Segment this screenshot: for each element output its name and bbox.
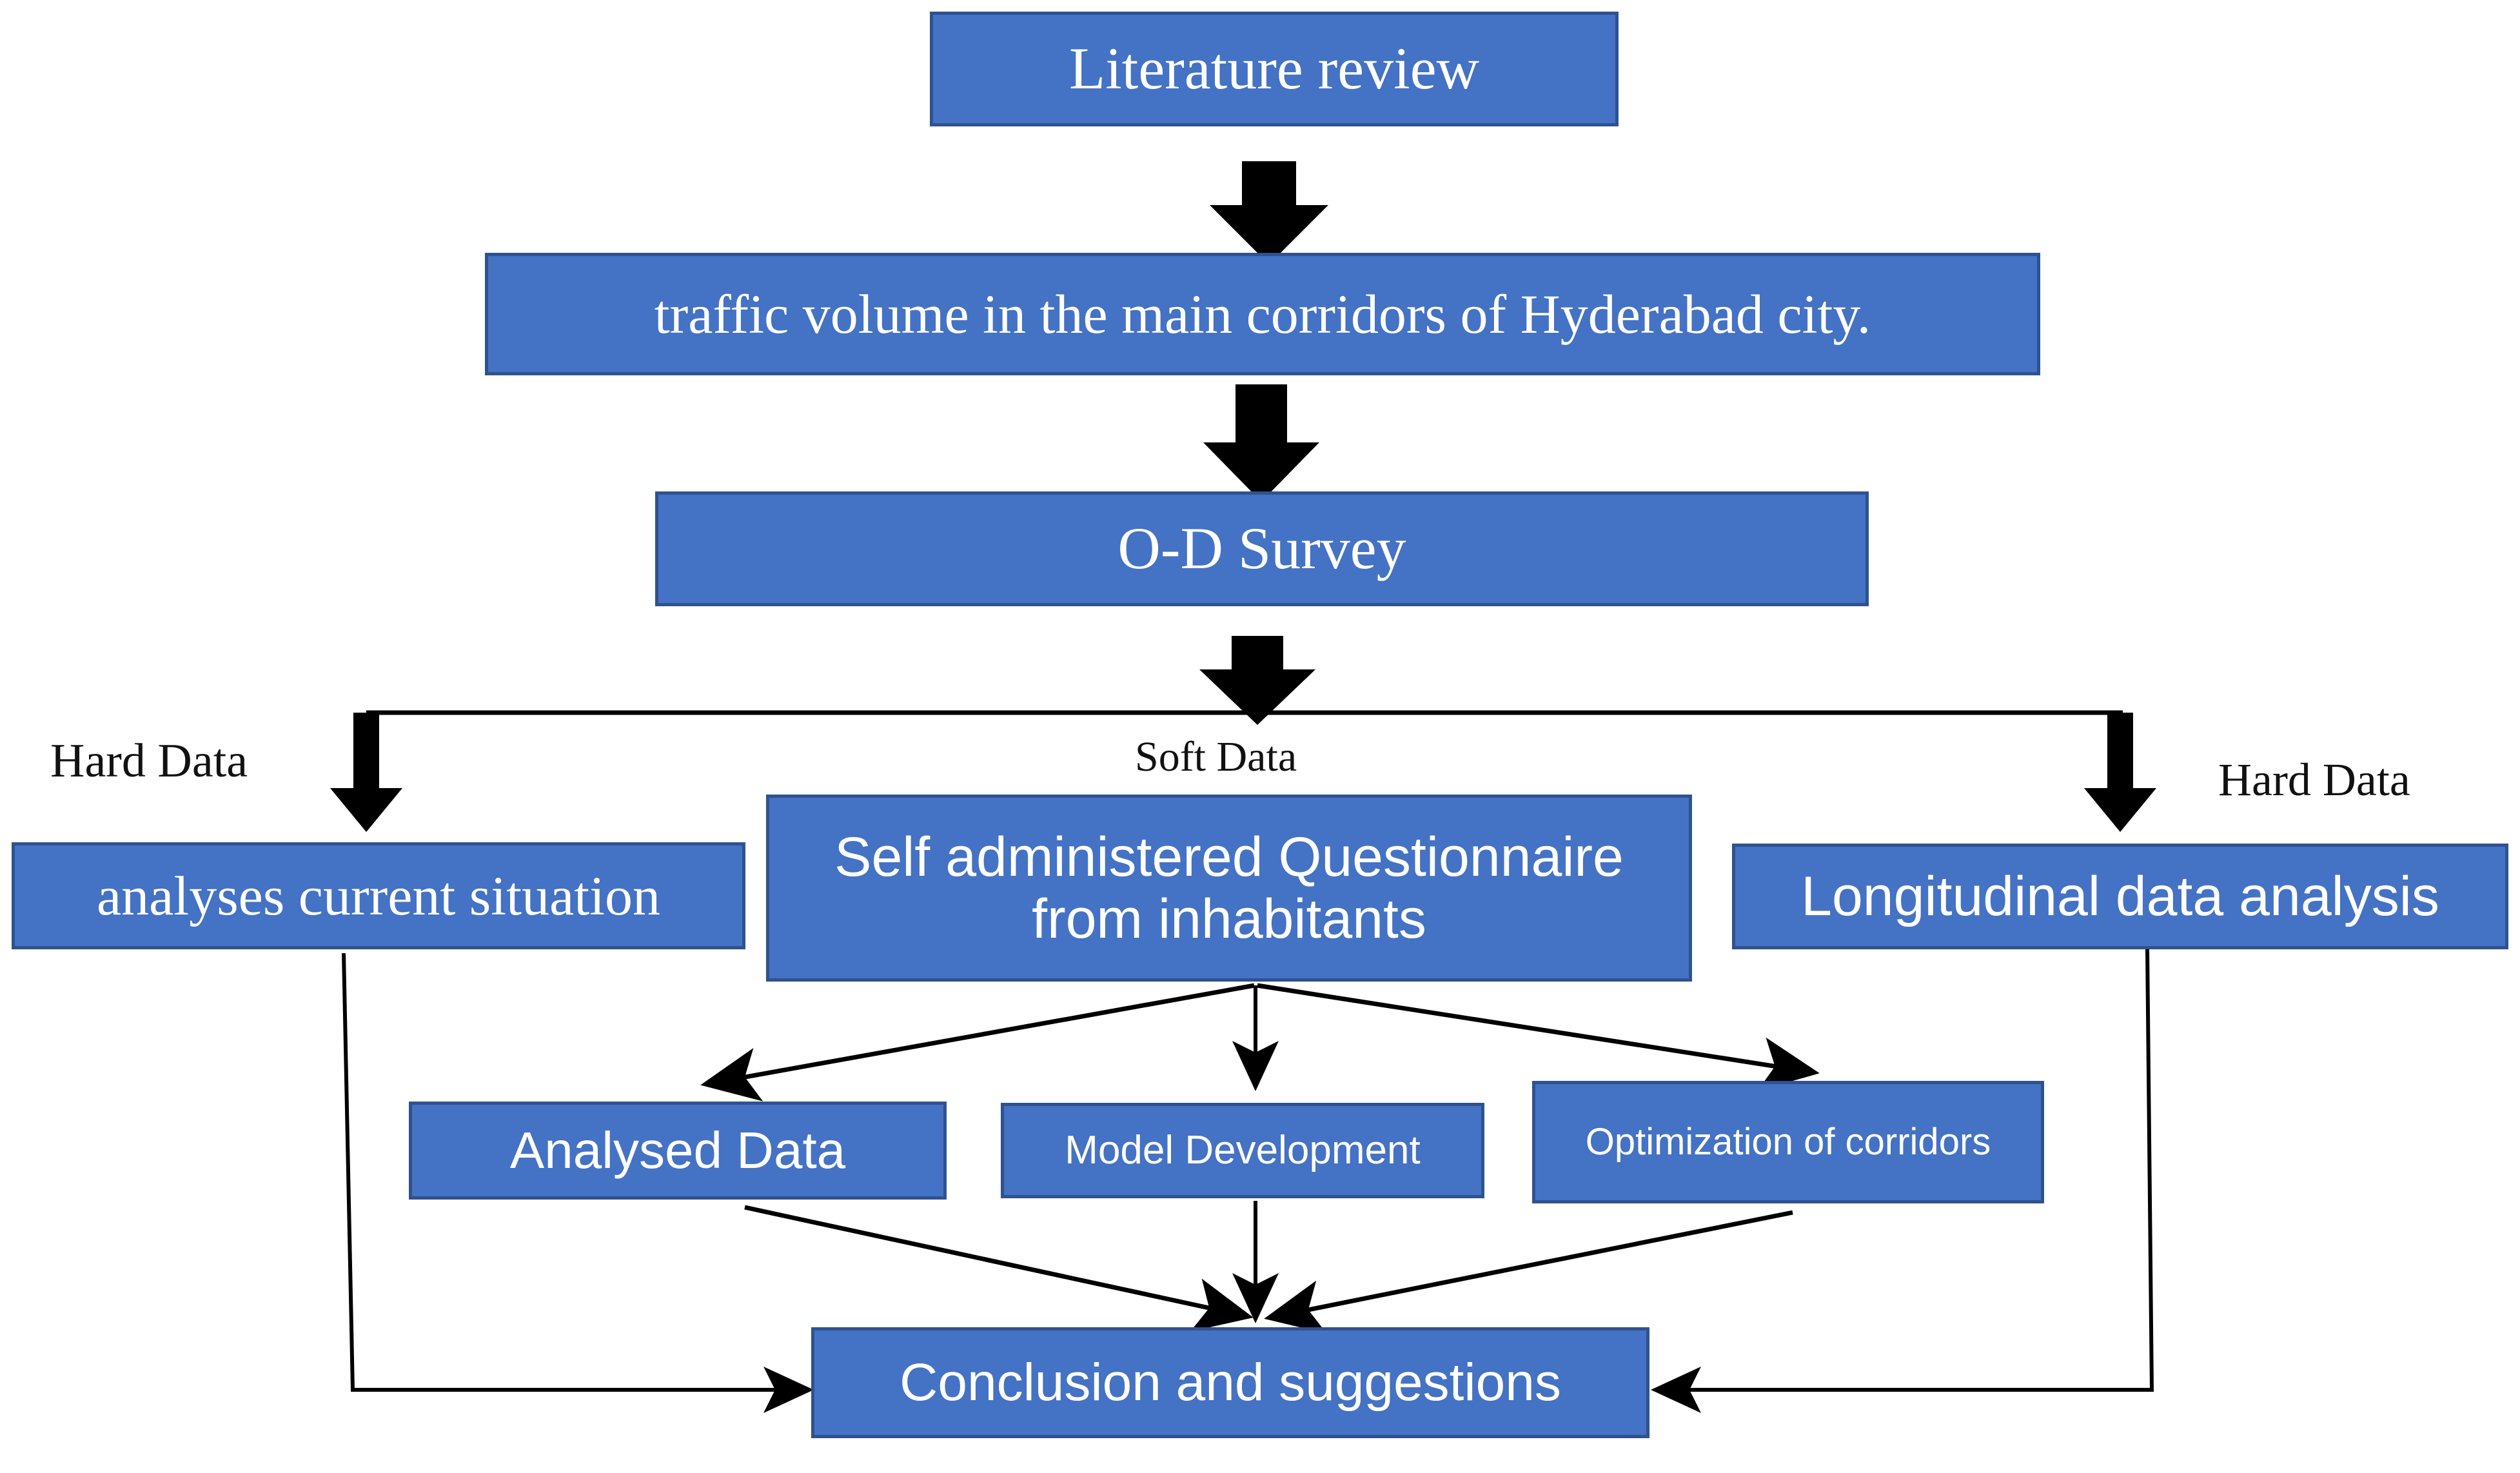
arrow-branch-to-longitudinal <box>2084 713 2156 832</box>
arrow-odsurvey-to-branch <box>1199 636 1315 725</box>
branch-label-hard-data-right: Hard Data <box>2218 754 2410 806</box>
node-self-administered-questionnaire[interactable]: Self administered Questionnaire from inh… <box>766 795 1692 982</box>
node-traffic-volume[interactable]: traffic volume in the main corridors of … <box>485 253 2040 375</box>
node-analyses-current-situation[interactable]: analyses current situation <box>12 842 745 949</box>
node-od-survey[interactable]: O-D Survey <box>655 491 1869 606</box>
branch-label-hard-data-left: Hard Data <box>50 735 248 787</box>
arrow-traffic-to-odsurvey <box>1203 384 1319 502</box>
node-longitudinal-data-analysis[interactable]: Longitudinal data analysis <box>1732 844 2508 949</box>
arrow-analysed-to-conclusion <box>744 1205 1254 1332</box>
arrow-questionnaire-to-optimization <box>1257 983 1820 1091</box>
arrow-literature-to-traffic <box>1210 161 1328 264</box>
branch-label-soft-data: Soft Data <box>1135 733 1297 780</box>
arrow-branch-to-analyses <box>330 713 402 832</box>
node-conclusion-and-suggestions[interactable]: Conclusion and suggestions <box>811 1327 1649 1438</box>
node-optimization-of-corridors[interactable]: Optimization of corridors <box>1532 1081 2044 1203</box>
node-literature-review[interactable]: Literature review <box>930 12 1619 126</box>
arrow-questionnaire-to-analysed <box>700 983 1255 1102</box>
arrow-optimization-to-conclusion <box>1264 1210 1793 1334</box>
node-model-development[interactable]: Model Development <box>1001 1103 1484 1198</box>
node-analysed-data[interactable]: Analysed Data <box>409 1102 947 1200</box>
